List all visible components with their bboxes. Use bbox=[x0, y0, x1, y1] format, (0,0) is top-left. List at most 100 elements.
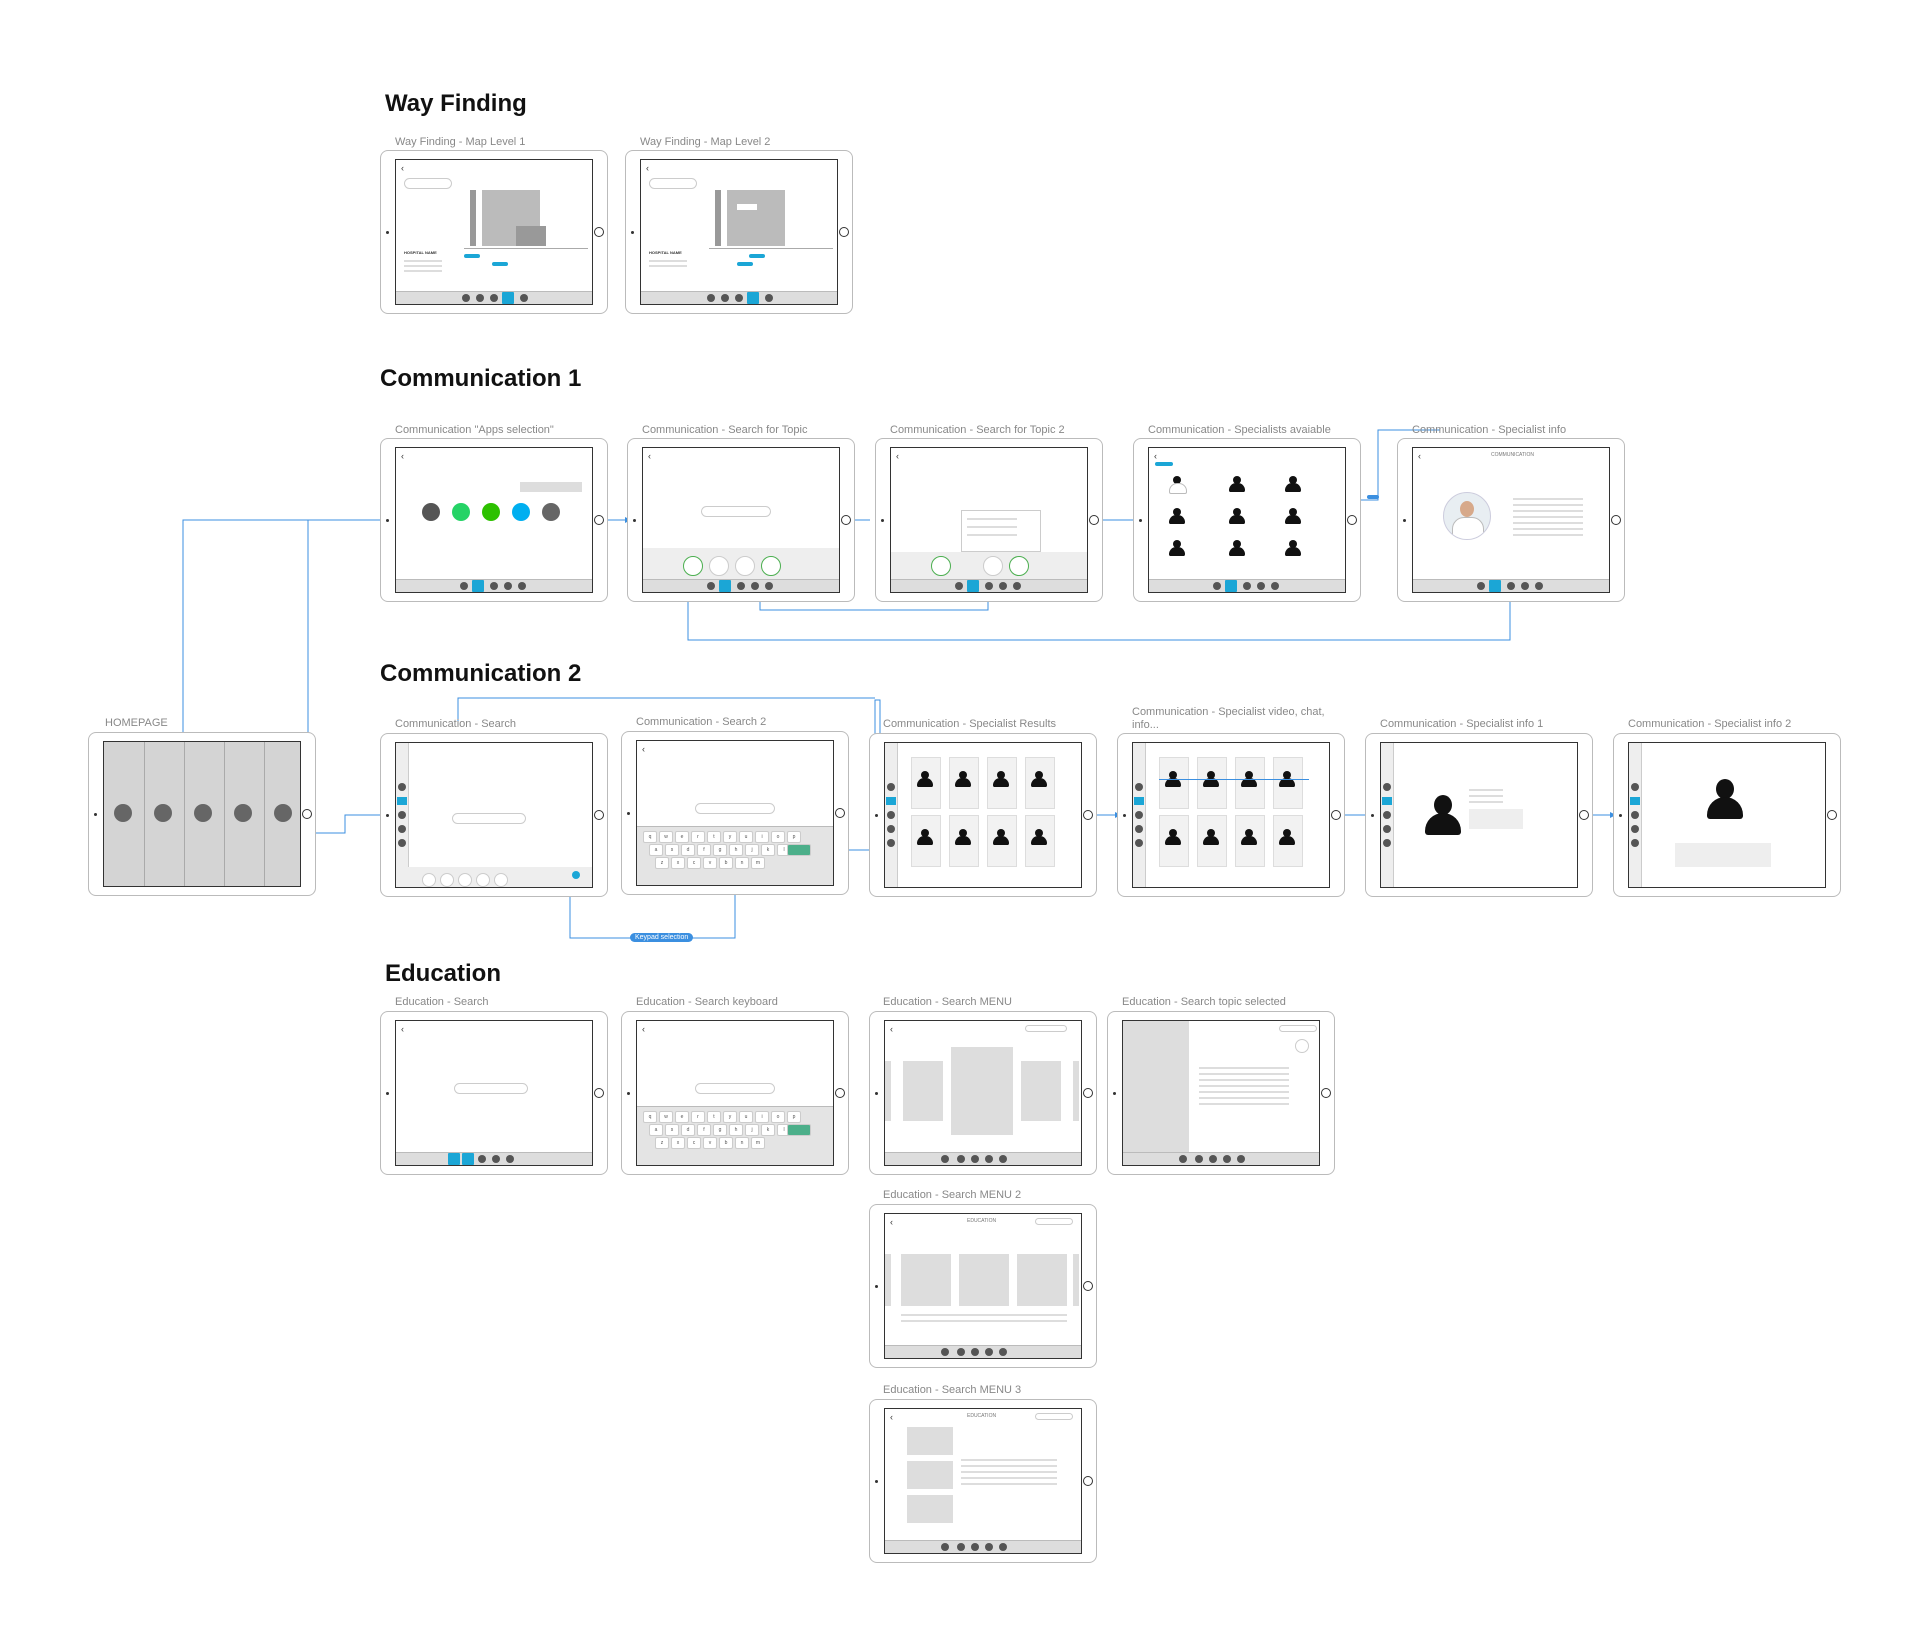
back-chevron-icon[interactable]: ‹ bbox=[890, 1412, 893, 1422]
level-selected[interactable] bbox=[749, 254, 765, 258]
sidebar-nav[interactable] bbox=[396, 743, 409, 887]
home-button-icon[interactable] bbox=[594, 810, 604, 820]
home-button-icon[interactable] bbox=[835, 1088, 845, 1098]
topic-dropdown-list[interactable] bbox=[961, 510, 1041, 552]
key-t[interactable]: t bbox=[707, 831, 721, 843]
sidebar-nav[interactable] bbox=[1381, 743, 1394, 887]
sidebar-nav[interactable] bbox=[1629, 743, 1642, 887]
key-j[interactable]: j bbox=[745, 1124, 759, 1136]
key-y[interactable]: y bbox=[723, 831, 737, 843]
education-topic-tile[interactable] bbox=[951, 1047, 1013, 1135]
back-chevron-icon[interactable]: ‹ bbox=[642, 744, 645, 754]
nav-education-active[interactable] bbox=[448, 1153, 460, 1165]
back-chevron-icon[interactable]: ‹ bbox=[896, 451, 899, 461]
key-t[interactable]: t bbox=[707, 1111, 721, 1123]
device-comm2-specialist-results[interactable] bbox=[869, 733, 1097, 897]
key-i[interactable]: i bbox=[755, 831, 769, 843]
specialist-search-input[interactable] bbox=[695, 803, 775, 814]
key-n[interactable]: n bbox=[735, 1137, 749, 1149]
back-chevron-icon[interactable]: ‹ bbox=[648, 451, 651, 461]
key-a[interactable]: a bbox=[649, 844, 663, 856]
key-s[interactable]: s bbox=[665, 1124, 679, 1136]
home-button-icon[interactable] bbox=[302, 809, 312, 819]
app-generic-icon[interactable] bbox=[422, 503, 440, 521]
key-p[interactable]: p bbox=[787, 831, 801, 843]
key-u[interactable]: u bbox=[739, 831, 753, 843]
home-button-icon[interactable] bbox=[594, 1088, 604, 1098]
device-comm-apps-selection[interactable]: ‹ bbox=[380, 438, 608, 602]
home-button-icon[interactable] bbox=[1827, 810, 1837, 820]
mic-icon[interactable] bbox=[572, 871, 580, 879]
key-s[interactable]: s bbox=[665, 844, 679, 856]
key-e[interactable]: e bbox=[675, 1111, 689, 1123]
specialist-avatar[interactable] bbox=[1229, 508, 1245, 524]
key-c[interactable]: c bbox=[687, 1137, 701, 1149]
home-button-icon[interactable] bbox=[594, 515, 604, 525]
specialist-avatar[interactable] bbox=[1169, 508, 1185, 524]
key-d[interactable]: d bbox=[681, 844, 695, 856]
specialist-avatar[interactable] bbox=[1285, 508, 1301, 524]
key-x[interactable]: x bbox=[671, 1137, 685, 1149]
back-chevron-icon[interactable]: ‹ bbox=[1154, 451, 1157, 461]
home-button-icon[interactable] bbox=[1089, 515, 1099, 525]
key-h[interactable]: h bbox=[729, 844, 743, 856]
key-r[interactable]: r bbox=[691, 1111, 705, 1123]
key-f[interactable]: f bbox=[697, 1124, 711, 1136]
education-search-input[interactable] bbox=[695, 1083, 775, 1094]
specialist-avatar[interactable] bbox=[993, 829, 1009, 845]
topic-search-input[interactable] bbox=[701, 506, 771, 517]
home-icon-2[interactable] bbox=[154, 804, 172, 822]
specialist-avatar[interactable] bbox=[1031, 829, 1047, 845]
key-e[interactable]: e bbox=[675, 831, 689, 843]
home-icon-4[interactable] bbox=[234, 804, 252, 822]
key-go[interactable] bbox=[787, 844, 811, 856]
wechat-icon[interactable] bbox=[482, 503, 500, 521]
key-go[interactable] bbox=[787, 1124, 811, 1136]
level-selected[interactable] bbox=[464, 254, 480, 258]
key-h[interactable]: h bbox=[729, 1124, 743, 1136]
home-button-icon[interactable] bbox=[1331, 810, 1341, 820]
home-button-icon[interactable] bbox=[835, 808, 845, 818]
key-n[interactable]: n bbox=[735, 857, 749, 869]
key-v[interactable]: v bbox=[703, 857, 717, 869]
key-w[interactable]: w bbox=[659, 831, 673, 843]
home-icon-1[interactable] bbox=[114, 804, 132, 822]
key-z[interactable]: z bbox=[655, 857, 669, 869]
key-o[interactable]: o bbox=[771, 1111, 785, 1123]
specialist-avatar[interactable] bbox=[955, 829, 971, 845]
recent-contact-1[interactable] bbox=[683, 556, 703, 576]
key-f[interactable]: f bbox=[697, 844, 711, 856]
back-chevron-icon[interactable]: ‹ bbox=[1418, 451, 1421, 461]
specialist-avatar[interactable] bbox=[1169, 540, 1185, 556]
key-m[interactable]: m bbox=[751, 1137, 765, 1149]
device-comm2-search[interactable] bbox=[380, 733, 608, 897]
key-i[interactable]: i bbox=[755, 1111, 769, 1123]
device-wayfinding-2[interactable]: ‹ HOSPITAL NAME bbox=[625, 150, 853, 314]
home-button-icon[interactable] bbox=[1579, 810, 1589, 820]
whatsapp-icon[interactable] bbox=[452, 503, 470, 521]
home-button-icon[interactable] bbox=[839, 227, 849, 237]
home-button-icon[interactable] bbox=[841, 515, 851, 525]
nav-communication-active[interactable] bbox=[472, 580, 484, 592]
education-topic-tile[interactable] bbox=[901, 1254, 951, 1306]
key-u[interactable]: u bbox=[739, 1111, 753, 1123]
specialist-avatar[interactable] bbox=[1285, 540, 1301, 556]
education-list-thumb[interactable] bbox=[907, 1461, 953, 1489]
recent-contact-2[interactable] bbox=[709, 556, 729, 576]
key-g[interactable]: g bbox=[713, 844, 727, 856]
device-education-topic-selected[interactable]: ‹ bbox=[1107, 1011, 1335, 1175]
nav-communication-active[interactable] bbox=[719, 580, 731, 592]
home-button-icon[interactable] bbox=[1083, 1476, 1093, 1486]
home-icon-3[interactable] bbox=[194, 804, 212, 822]
tab-available-active[interactable] bbox=[1155, 462, 1173, 466]
home-icon-5[interactable] bbox=[274, 804, 292, 822]
key-x[interactable]: x bbox=[671, 857, 685, 869]
education-search-input[interactable] bbox=[454, 1083, 528, 1094]
education-topic-tile[interactable] bbox=[903, 1061, 943, 1121]
device-comm2-specialist-info-1[interactable] bbox=[1365, 733, 1593, 897]
device-education-search-menu-2[interactable]: ‹ EDUCATION bbox=[869, 1204, 1097, 1368]
